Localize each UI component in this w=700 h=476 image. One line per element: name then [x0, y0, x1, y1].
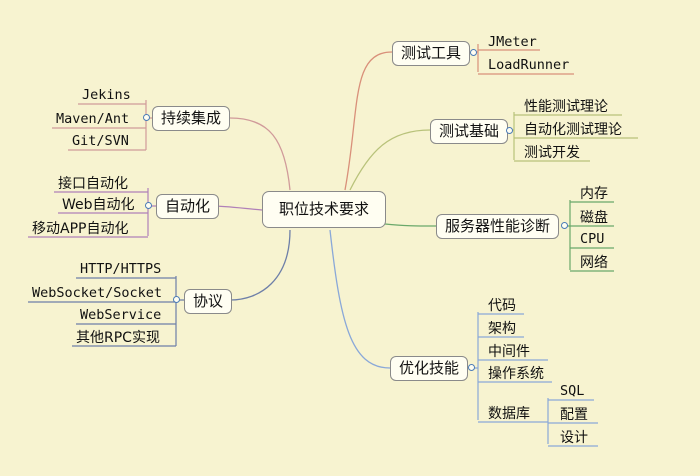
leaf-os[interactable]: 操作系统: [488, 366, 544, 382]
leaf-maven-ant[interactable]: Maven/Ant: [56, 111, 130, 127]
leaf-mobile-automation[interactable]: 移动APP自动化: [32, 221, 129, 237]
leaf-network[interactable]: 网络: [580, 255, 608, 271]
leaf-jekins[interactable]: Jekins: [82, 87, 131, 103]
leaf-middleware[interactable]: 中间件: [488, 344, 530, 360]
root-topic[interactable]: 职位技术要求: [262, 191, 387, 228]
leaf-web-automation[interactable]: Web自动化: [62, 197, 135, 213]
leaf-perf-theory[interactable]: 性能测试理论: [524, 99, 608, 115]
topic-continuous-integration[interactable]: 持续集成: [152, 106, 231, 131]
topic-automation[interactable]: 自动化: [156, 194, 220, 219]
leaf-memory[interactable]: 内存: [580, 186, 608, 202]
leaf-jmeter[interactable]: JMeter: [488, 34, 537, 50]
leaf-auto-theory[interactable]: 自动化测试理论: [524, 122, 622, 138]
leaf-database[interactable]: 数据库: [488, 406, 530, 422]
topic-test-tools[interactable]: 测试工具: [392, 41, 471, 66]
collapse-toggle-icon[interactable]: [470, 49, 477, 56]
leaf-other-rpc[interactable]: 其他RPC实现: [76, 330, 160, 346]
leaf-websocket-socket[interactable]: WebSocket/Socket: [32, 285, 163, 301]
leaf-cpu[interactable]: CPU: [580, 231, 605, 247]
leaf-disk[interactable]: 磁盘: [580, 210, 608, 226]
leaf-test-dev[interactable]: 测试开发: [524, 145, 580, 161]
leaf-api-automation[interactable]: 接口自动化: [58, 176, 128, 192]
topic-test-basics[interactable]: 测试基础: [430, 119, 509, 144]
topic-protocol[interactable]: 协议: [184, 289, 233, 314]
leaf-design[interactable]: 设计: [560, 430, 588, 446]
leaf-architecture[interactable]: 架构: [488, 321, 516, 337]
collapse-toggle-icon[interactable]: [506, 127, 513, 134]
leaf-git-svn[interactable]: Git/SVN: [72, 133, 129, 149]
leaf-http-https[interactable]: HTTP/HTTPS: [80, 261, 162, 277]
leaf-config[interactable]: 配置: [560, 407, 588, 423]
leaf-loadrunner[interactable]: LoadRunner: [488, 57, 570, 73]
collapse-toggle-icon[interactable]: [143, 114, 150, 121]
collapse-toggle-icon[interactable]: [468, 364, 475, 371]
leaf-code[interactable]: 代码: [488, 298, 516, 314]
leaf-sql[interactable]: SQL: [560, 383, 585, 399]
collapse-toggle-icon[interactable]: [173, 296, 180, 303]
topic-server-diagnosis[interactable]: 服务器性能诊断: [436, 214, 560, 239]
collapse-toggle-icon[interactable]: [561, 222, 568, 229]
leaf-webservice[interactable]: WebService: [80, 307, 162, 323]
collapse-toggle-icon[interactable]: [145, 202, 152, 209]
topic-optimization[interactable]: 优化技能: [390, 356, 469, 381]
